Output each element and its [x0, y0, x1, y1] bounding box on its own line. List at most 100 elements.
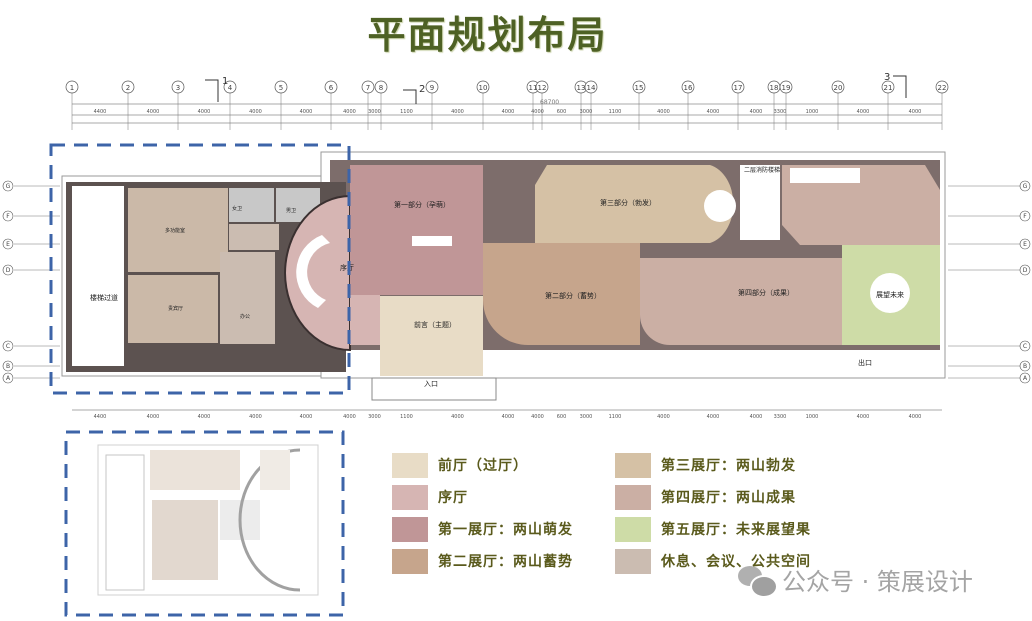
axis-label: 20: [834, 84, 843, 92]
axis-label: 9: [430, 84, 434, 92]
axis-bubble: [1019, 210, 1031, 222]
legend-item: 休息、会议、公共空间: [615, 548, 811, 574]
dimension-label: 1100: [400, 414, 413, 420]
axis-bubble: [1019, 340, 1031, 352]
legend-item: 第三展厅：两山勃发: [615, 452, 796, 478]
label-office: 办公: [240, 313, 250, 320]
label-prelude: 序厅: [340, 263, 354, 272]
axis-label: 8: [379, 84, 383, 92]
total-dimension: 68700: [540, 99, 559, 106]
legend-label: 第一展厅：两山萌发: [438, 522, 573, 538]
axis-bubble: [1019, 360, 1031, 372]
dimension-label: 4000: [657, 109, 670, 115]
axis-bubble: [121, 80, 135, 94]
legend-swatch: [615, 516, 651, 542]
axis-label: B: [1023, 363, 1027, 370]
dimension-label: 600: [557, 109, 567, 115]
axis-label: 17: [734, 84, 743, 92]
axis-bubble: [2, 360, 14, 372]
label-part3: 第三部分（勃发）: [600, 198, 656, 207]
legend-label: 序厅: [438, 490, 468, 506]
axis-bubble: [274, 80, 288, 94]
label-fire-stair: 二层消防楼梯: [744, 166, 780, 174]
room-multi: [128, 188, 228, 272]
label-preface: 前言（主题）: [414, 320, 456, 329]
axis-bubble: [632, 80, 646, 94]
axis-bubble: [779, 80, 793, 94]
section-label: 2: [419, 84, 425, 95]
room-part2: [482, 243, 640, 346]
axis-label: D: [1023, 267, 1028, 274]
legend-label: 第四展厅：两山成果: [661, 490, 796, 506]
legend-swatch: [615, 452, 651, 478]
axis-label: 16: [684, 84, 693, 92]
room-office: [220, 252, 275, 344]
axis-bubble: [2, 210, 14, 222]
axis-bubble: [2, 264, 14, 276]
legend-swatch: [615, 548, 651, 574]
axis-grid: 1440044002400040003400040004400040005400…: [2, 80, 1031, 420]
axis-label: 12: [538, 84, 547, 92]
label-future: 展望未来: [876, 290, 904, 299]
axis-bubble: [223, 80, 237, 94]
axis-label: 14: [587, 84, 596, 92]
dimension-label: 4000: [857, 414, 870, 420]
prelude-curved-wall: [296, 235, 330, 308]
legend-swatch: [392, 484, 428, 510]
dimension-label: 4000: [531, 414, 544, 420]
axis-label: C: [6, 343, 10, 350]
highlight-box-second-floor: [64, 430, 345, 617]
label-wc2: 男卫: [286, 208, 296, 214]
axis-label: F: [6, 213, 10, 220]
dimension-label: 4000: [343, 414, 356, 420]
dimension-label: 1100: [609, 109, 622, 115]
dimension-label: 3000: [368, 414, 381, 420]
axis-label: 4: [228, 84, 233, 92]
axis-label: D: [6, 267, 11, 274]
label-stair-corridor: 楼梯过道: [90, 293, 118, 302]
axis-label: G: [6, 183, 11, 190]
dimension-label: 4000: [657, 414, 670, 420]
dimension-label: 1100: [400, 109, 413, 115]
axis-label: 5: [279, 84, 283, 92]
axis-bubble: [731, 80, 745, 94]
dimension-label: 4000: [707, 414, 720, 420]
axis-bubble: [2, 372, 14, 384]
dimension-label: 4000: [531, 109, 544, 115]
axis-label: 11: [529, 84, 538, 92]
axis-bubble: [361, 80, 375, 94]
axis-label: 13: [577, 84, 586, 92]
axis-label: 21: [884, 84, 893, 92]
axis-label: E: [6, 241, 10, 248]
axis-bubble: [535, 80, 549, 94]
dimension-label: 3300: [774, 414, 787, 420]
dimension-label: 1000: [806, 414, 819, 420]
dimension-label: 4000: [343, 109, 356, 115]
legend-label: 第三展厅：两山勃发: [661, 458, 796, 474]
dimension-label: 4000: [451, 109, 464, 115]
axis-label: 7: [366, 84, 370, 92]
section-marker-2: [403, 89, 417, 104]
room-part1: [350, 165, 483, 295]
legend-item: 序厅: [392, 484, 468, 510]
dimension-label: 1000: [806, 109, 819, 115]
dimension-label: 1100: [609, 414, 622, 420]
section-marker-1: [205, 79, 219, 102]
axis-bubble: [374, 80, 388, 94]
label-entrance: 入口: [424, 380, 438, 388]
page-title: 平面规划布局: [367, 13, 608, 57]
axis-bubble: [2, 340, 14, 352]
dimension-label: 3000: [580, 109, 593, 115]
axis-bubble: [1019, 180, 1031, 192]
dimension-label: 4000: [750, 109, 763, 115]
label-wc1: 女卫: [232, 205, 242, 212]
dimension-label: 4000: [857, 109, 870, 115]
legend-label: 前厅（过厅）: [438, 458, 528, 474]
axis-bubble: [324, 80, 338, 94]
watermark-text: 公众号 · 策展设计: [782, 568, 973, 596]
axis-bubble: [881, 80, 895, 94]
axis-label: C: [1023, 343, 1027, 350]
axis-label: 15: [635, 84, 644, 92]
dimension-label: 3000: [368, 109, 381, 115]
